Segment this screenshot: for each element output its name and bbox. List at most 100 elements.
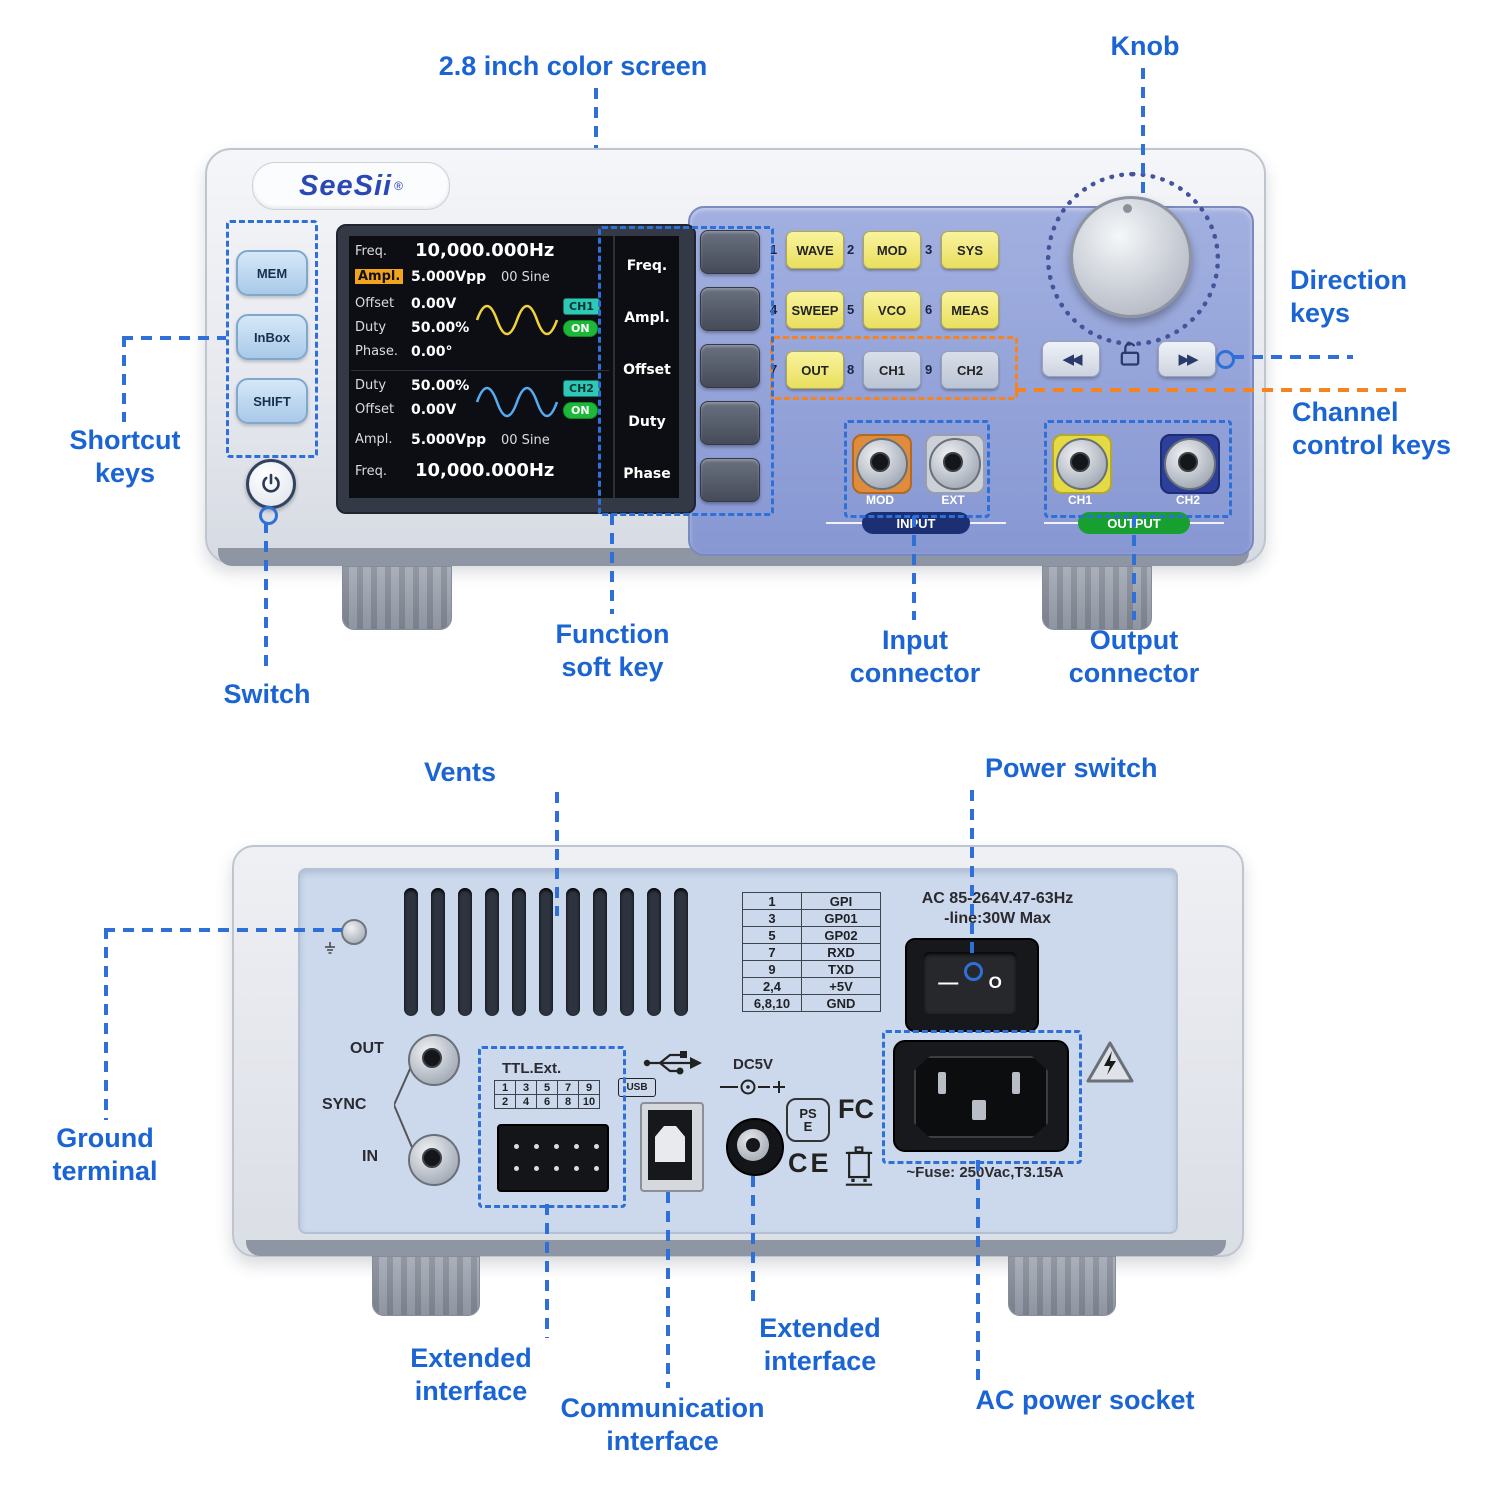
ch1-connector [1056,438,1108,490]
leader-switch [264,522,268,672]
sys-key[interactable]: SYS [941,231,999,269]
leader-ground-v [104,928,108,1120]
rear-power-rocker[interactable]: — O [923,952,1017,1014]
output-bracket-left [1044,522,1078,524]
shift-button[interactable]: SHIFT [236,378,308,424]
vco-key[interactable]: VCO [863,291,921,329]
menu-offset: Offset [623,362,671,378]
ch2-connector [1164,438,1216,490]
brand-logo: SeeSii® [252,162,450,210]
inbox-button[interactable]: InBox [236,314,308,360]
ac-rating-line2: -line:30W Max [944,910,1051,927]
input-connector-box [844,420,990,518]
input-bracket-right [970,522,1006,524]
direction-left-key[interactable]: ◀◀ [1042,341,1100,377]
leader-power-switch-marker [964,962,983,981]
annotation-ac-power-socket: AC power socket [975,1385,1195,1415]
header-pin [514,1144,519,1149]
vent-slot [431,888,445,1016]
leader-power-switch [970,790,974,960]
fuse-rating: ~Fuse: 250Vac,T3.15A [906,1164,1064,1181]
ch1-duty-value: 50.00% [411,320,470,336]
soft-key-5[interactable] [700,458,760,502]
ch2-duty-label: Duty [355,378,387,393]
menu-duty: Duty [628,414,666,430]
dc5v-label: DC5V [732,1056,773,1073]
annotation-power-switch: Power switch [985,753,1158,783]
shortcut-keys-box [226,220,318,458]
ch1-wave-name: 00 Sine [501,270,550,285]
ch2-offset-label: Offset [355,402,395,417]
annotation-knob: Knob [1110,31,1180,61]
leader-input [912,516,916,620]
key-9-number: 9 [925,362,933,377]
rotary-knob[interactable] [1070,196,1192,318]
extended-interface-box [478,1046,626,1208]
brand-registered-mark: ® [394,179,403,193]
annotation-communication-interface: Communication interface [560,1393,765,1456]
menu-phase: Phase [623,466,671,482]
ch1-ampl-value: 5.000Vpp [411,269,487,285]
ch1-phase-label: Phase. [355,344,398,359]
ch2-sine-wave [475,386,559,418]
header-pin [594,1166,599,1171]
key-8-number: 8 [847,362,855,377]
ch2-offset-value: 0.00V [411,402,457,418]
annotation-input-connector: Input connector [849,625,981,688]
ch1-key[interactable]: CH1 [863,351,921,389]
ac-pin-left [938,1072,946,1094]
soft-key-2[interactable] [700,287,760,331]
color-screen: Freq. 10,000.000Hz Ampl. 5.000Vpp 00 Sin… [349,236,679,498]
ch1-badge: CH1 [563,298,600,315]
direction-right-key[interactable]: ▶▶ [1158,341,1216,377]
ch1-sine-wave [475,304,559,336]
ch1-connector-label: CH1 [1067,493,1092,507]
leader-output [1132,516,1136,620]
vent-slot [404,888,418,1016]
sync-out-hole [422,1048,442,1068]
knob-indicator [1123,204,1132,213]
pse-mark-bottom: E [803,1119,813,1134]
leader-channel-keys [1015,388,1412,392]
ch1-offset-value: 0.00V [411,296,457,312]
output-connector-box [1044,420,1232,518]
mem-button[interactable]: MEM [236,250,308,296]
meas-key[interactable]: MEAS [941,291,999,329]
ch2-connector-label: CH2 [1175,493,1200,507]
sync-in-label: IN [362,1148,378,1165]
pse-mark-top: PS [799,1106,817,1121]
leader-softkey [610,514,614,614]
front-power-button[interactable] [246,459,296,509]
screen-divider [351,370,609,371]
vent-slot [458,888,472,1016]
ch1-on-badge: ON [563,320,598,337]
leader-ac-socket [976,1160,980,1380]
annotation-channel-keys: Channel control keys [1292,397,1452,460]
dc-polarity-icon [720,1079,785,1095]
leader-shortcut-h [122,336,226,340]
menu-ampl: Ampl. [624,310,670,326]
back-device-base [246,1240,1226,1256]
vent-slot [647,888,661,1016]
leader-direction-marker [1216,350,1235,369]
soft-key-3[interactable] [700,344,760,388]
leader-screen [594,88,598,148]
out-key[interactable]: OUT [786,351,844,389]
wave-key[interactable]: WAVE [786,231,844,269]
sweep-key[interactable]: SWEEP [786,291,844,329]
ch2-key[interactable]: CH2 [941,351,999,389]
ch1-ampl-label: Ampl. [355,269,404,284]
header-pin [574,1144,579,1149]
mod-connector-label: MOD [866,493,894,507]
ext-connector-label: EXT [941,493,965,507]
leader-extended-left [545,1204,549,1338]
ch2-ampl-label: Ampl. [355,432,393,447]
soft-key-1[interactable] [700,230,760,274]
ch1-connector-hole [1070,452,1090,472]
annotation-shortcut-keys: Shortcut keys [69,425,181,488]
vent-slot [566,888,580,1016]
key-3-number: 3 [925,242,933,257]
soft-key-4[interactable] [700,401,760,445]
mod-key[interactable]: MOD [863,231,921,269]
vent-slot [512,888,526,1016]
